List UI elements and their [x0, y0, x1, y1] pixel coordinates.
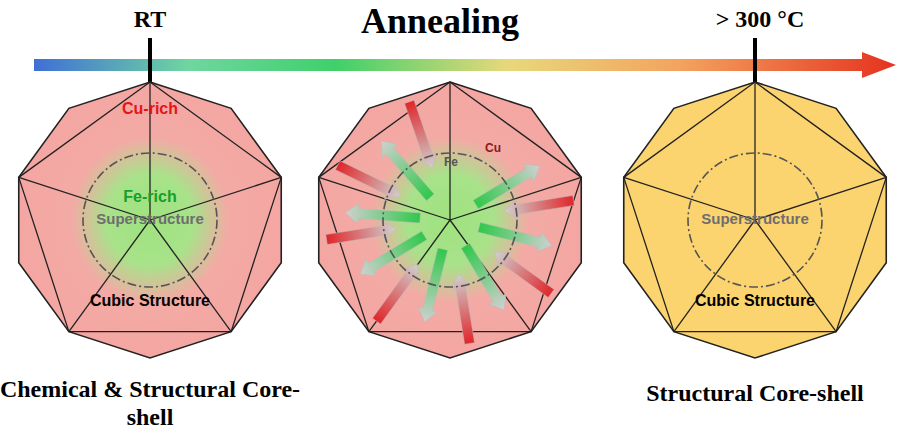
inward-diffusion-arrow — [325, 219, 397, 250]
nanoparticle: CuFe — [310, 80, 590, 360]
facet-edge — [755, 220, 836, 332]
structure-label: Superstructure — [687, 210, 823, 227]
facet-edge — [674, 220, 755, 332]
title: Annealing — [300, 0, 580, 42]
inward-diffusion-arrow — [503, 191, 575, 222]
region-label: Fe-rich — [90, 188, 210, 206]
structure-label: Superstructure — [82, 210, 218, 227]
dash-dot-circle — [383, 153, 517, 287]
facet-edge — [754, 82, 755, 220]
element-label: Fe — [438, 156, 464, 170]
icosahedron-outline — [310, 80, 590, 360]
particle-outline — [19, 82, 281, 358]
facet-edge — [150, 220, 231, 332]
facet-edge — [69, 220, 150, 332]
core-region: Fe-richSuperstructure — [82, 152, 218, 288]
core-region: Fe — [382, 152, 518, 288]
outward-diffusion-arrow — [477, 218, 555, 256]
temperature-label: > 300 °C — [700, 6, 820, 33]
facet-edge — [449, 82, 450, 220]
facet-edges — [624, 82, 886, 332]
particle-outline — [319, 82, 581, 358]
element-label: Cu — [478, 142, 508, 156]
particle-outline — [624, 82, 886, 358]
structure-label: Cubic Structure — [70, 292, 230, 310]
temperature-label: RT — [110, 6, 190, 33]
caption: Chemical & Structural Core-shell — [0, 376, 305, 431]
temperature-arrow — [34, 52, 896, 78]
nanoparticle: Cubic StructureStructural Core-shellSupe… — [615, 80, 895, 360]
region-label: Cu-rich — [90, 100, 210, 118]
structure-label: Cubic Structure — [675, 292, 835, 310]
dash-dot-circle — [688, 153, 822, 287]
dash-dot-circle — [83, 153, 217, 287]
facet-edges — [319, 82, 581, 332]
nanoparticle: Cu-richCubic StructureChemical & Structu… — [10, 80, 290, 360]
inward-diffusion-arrow — [449, 273, 480, 345]
facet-edges — [19, 82, 281, 332]
core-boundary — [382, 152, 518, 288]
caption: Structural Core-shell — [600, 380, 901, 408]
core-region: Superstructure — [687, 152, 823, 288]
